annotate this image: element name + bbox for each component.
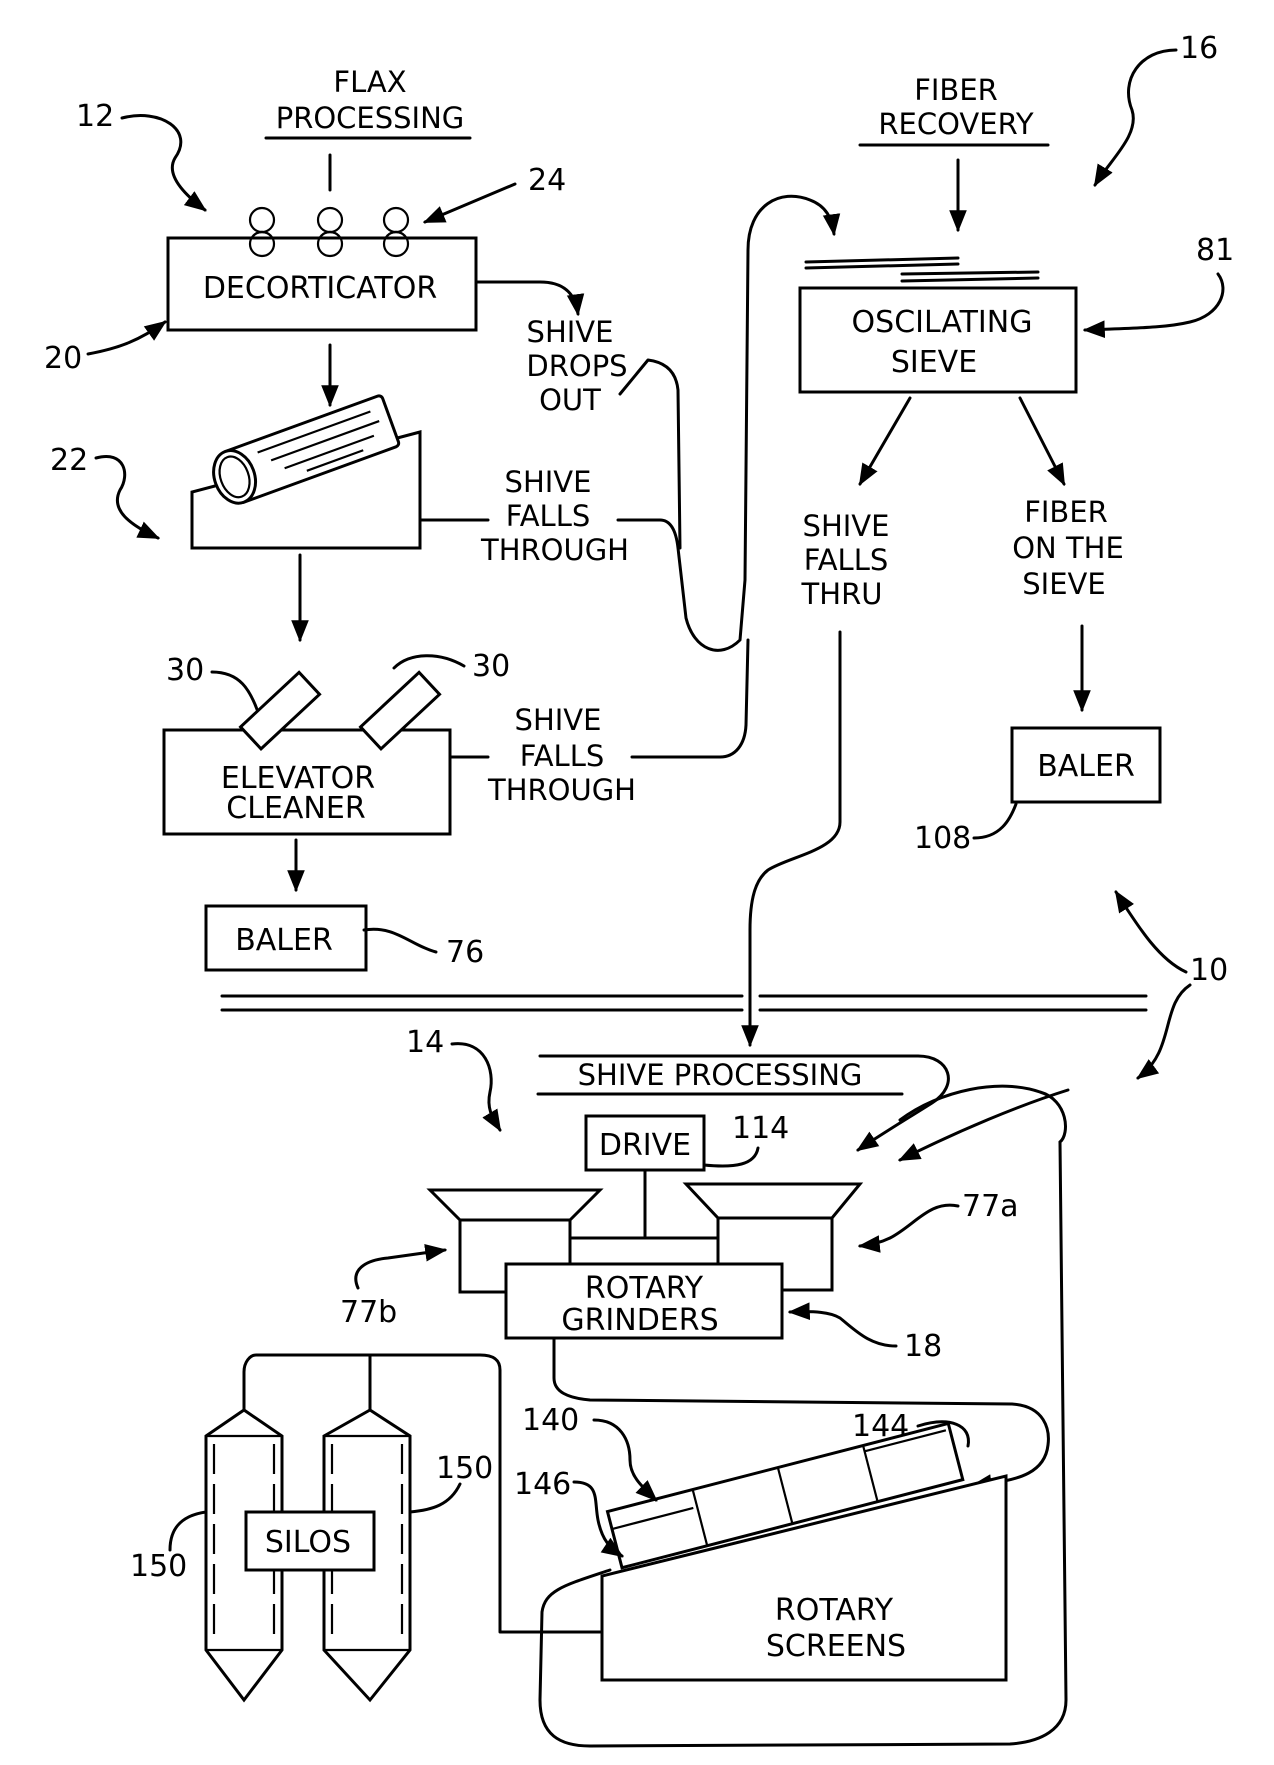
flax-heading-line1: FLAX <box>333 65 406 99</box>
ref-81: 81 <box>1196 233 1234 268</box>
baler-left-label: BALER <box>235 923 333 958</box>
shive-falls-thru-line1: SHIVE <box>803 509 890 543</box>
rotary-screens-line2: SCREENS <box>766 1629 906 1664</box>
drive-box: DRIVE <box>586 1116 704 1170</box>
baler-right-label: BALER <box>1037 749 1135 784</box>
shive-drops-out-line3: OUT <box>539 383 601 417</box>
shive-drops-out-line2: DROPS <box>526 349 627 383</box>
drum-cleaner <box>192 395 420 548</box>
fiber-recovery-heading: FIBER RECOVERY <box>860 73 1048 145</box>
ref-146: 146 <box>514 1467 571 1502</box>
ref-12: 12 <box>76 99 114 134</box>
ref-16: 16 <box>1180 31 1218 66</box>
ref-108: 108 <box>914 821 971 856</box>
shive-falls-through-1-line1: SHIVE <box>505 465 592 499</box>
elevator-cleaner-box: ELEVATOR CLEANER <box>164 672 450 834</box>
ref-24: 24 <box>528 163 566 198</box>
fiber-on-sieve-line1: FIBER <box>1024 495 1108 529</box>
shive-falls-thru-note: SHIVE FALLS THRU <box>801 509 890 611</box>
fiber-on-sieve-line3: SIEVE <box>1022 567 1105 601</box>
fiber-heading-line1: FIBER <box>914 73 998 107</box>
oscillating-sieve-box: OSCILATING SIEVE <box>800 288 1076 392</box>
shive-falls-through-1-line2: FALLS <box>506 499 591 533</box>
fiber-on-sieve-line2: ON THE <box>1012 531 1124 565</box>
fiber-on-sieve-note: FIBER ON THE SIEVE <box>1012 495 1124 601</box>
rotary-grinders-line1: ROTARY <box>585 1271 704 1306</box>
ref-140: 140 <box>522 1403 579 1438</box>
ref-77b: 77b <box>340 1295 397 1330</box>
ref-77a: 77a <box>962 1189 1019 1224</box>
shive-falls-through-note-1: SHIVE FALLS THROUGH <box>480 465 629 567</box>
oscillating-sieve-line2: SIEVE <box>891 345 977 380</box>
ref-30-right: 30 <box>472 649 510 684</box>
shive-drops-out-line1: SHIVE <box>527 315 614 349</box>
shive-falls-through-2-line1: SHIVE <box>515 703 602 737</box>
shive-falls-thru-line3: THRU <box>801 577 883 611</box>
ref-150-left: 150 <box>130 1549 187 1584</box>
rotary-grinders-line2: GRINDERS <box>561 1303 718 1338</box>
rotary-screens: ROTARY SCREENS <box>602 1423 1006 1680</box>
drive-label: DRIVE <box>599 1128 691 1163</box>
shive-falls-through-note-2: SHIVE FALLS THROUGH <box>487 703 636 807</box>
ref-144: 144 <box>852 1409 909 1444</box>
decorticator-label: DECORTICATOR <box>203 271 437 306</box>
ref-10: 10 <box>1190 953 1228 988</box>
shive-drops-out-note: SHIVE DROPS OUT <box>526 315 627 417</box>
ref-114: 114 <box>732 1111 789 1146</box>
ref-20: 20 <box>44 341 82 376</box>
shive-falls-through-1-line3: THROUGH <box>480 533 629 567</box>
ref-14: 14 <box>406 1025 444 1060</box>
flax-processing-heading: FLAX PROCESSING <box>266 65 470 190</box>
section-separator <box>222 996 1146 1010</box>
shive-falls-thru-line2: FALLS <box>804 543 889 577</box>
oscillating-sieve-line1: OSCILATING <box>852 305 1033 340</box>
rotary-grinders-box: ROTARY GRINDERS <box>506 1264 782 1338</box>
baler-left-box: BALER <box>206 906 366 970</box>
silos: SILOS <box>206 1410 410 1700</box>
rotary-screens-line1: ROTARY <box>775 1593 894 1628</box>
shive-processing-title: SHIVE PROCESSING <box>578 1058 863 1092</box>
ref-18: 18 <box>904 1329 942 1364</box>
elevator-cleaner-line2: CLEANER <box>226 791 365 826</box>
silos-label: SILOS <box>265 1525 351 1560</box>
flax-heading-line2: PROCESSING <box>276 101 465 135</box>
fiber-heading-line2: RECOVERY <box>878 107 1033 141</box>
ref-76: 76 <box>446 935 484 970</box>
baler-right-box: BALER <box>1012 728 1160 802</box>
decorticator-box: DECORTICATOR <box>168 232 476 330</box>
ref-30-left: 30 <box>166 653 204 688</box>
shive-falls-through-2-line3: THROUGH <box>487 773 636 807</box>
ref-150-right: 150 <box>436 1451 493 1486</box>
ref-22: 22 <box>50 443 88 478</box>
shive-falls-through-2-line2: FALLS <box>520 739 605 773</box>
